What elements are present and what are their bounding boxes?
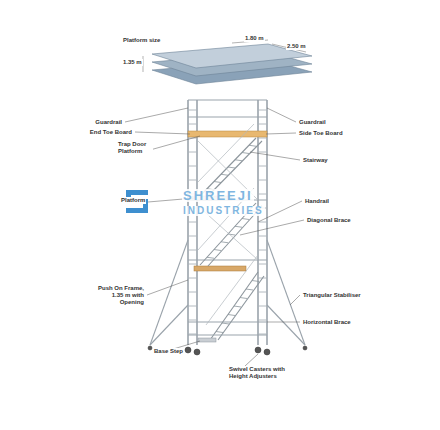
stair-tread [221, 174, 228, 175]
platform-label: Platform [120, 197, 146, 204]
stair-tread [234, 306, 241, 307]
frame-rung [258, 236, 267, 237]
frame-rung [188, 292, 197, 293]
part-label: Trap Door Platform [117, 141, 153, 155]
frame-rung [258, 264, 267, 265]
frame-rung [258, 124, 267, 125]
frame-rung [188, 278, 197, 279]
part-label: 2.50 m [286, 43, 307, 50]
frame-rung [258, 138, 267, 139]
part-label: Handrail [304, 198, 330, 205]
frame-rung [258, 180, 267, 181]
stair-tread [214, 250, 221, 251]
stair-tread [214, 182, 221, 183]
part-label: Triangular Stabiliser [302, 292, 362, 299]
frame-rung [188, 166, 197, 167]
frame-rung [258, 222, 267, 223]
part-label: 1.80 m [244, 35, 265, 42]
part-label: Diagonal Brace [306, 217, 352, 224]
stair-tread [216, 332, 223, 333]
stair-tread [240, 298, 247, 299]
part-label: Push On Frame, 1.35 m with Opening [91, 285, 145, 307]
frame-rung [188, 152, 197, 153]
stair-tread [235, 160, 242, 161]
watermark: SHREEJI [182, 189, 254, 202]
frame-rung [188, 334, 197, 335]
frame-rung [188, 236, 197, 237]
frame-rung [188, 320, 197, 321]
part-label: End Toe Board [89, 129, 133, 136]
part-label: Horizontal Brace [302, 319, 352, 326]
stair-tread [207, 257, 214, 258]
frame-rung [188, 180, 197, 181]
frame-rung [258, 152, 267, 153]
frame-rung [188, 306, 197, 307]
stair-tread [235, 226, 242, 227]
part-label: Guardrail [298, 119, 327, 126]
stair-tread [228, 315, 235, 316]
part-label: Swivel Casters with Height Adjusters [228, 366, 292, 380]
part-label: Stairway [302, 157, 329, 164]
frame-rung [258, 194, 267, 195]
stair-tread [242, 153, 249, 154]
frame-rung [188, 264, 197, 265]
frame-rung [258, 110, 267, 111]
frame-rung [258, 306, 267, 307]
stair-tread [252, 281, 259, 282]
frame-rung [258, 334, 267, 335]
part-label: 1.35 m [122, 59, 143, 66]
frame-rung [188, 222, 197, 223]
stair-tread [249, 145, 256, 146]
stair-tread [246, 289, 253, 290]
stair-tread [228, 167, 235, 168]
stair-tread [242, 219, 249, 220]
frame-rung [258, 250, 267, 251]
stair-tread [222, 323, 229, 324]
part-label: Side Toe Board [298, 130, 344, 137]
frame-rung [258, 320, 267, 321]
frame-rung [188, 250, 197, 251]
frame-rung [258, 166, 267, 167]
part-label: Guardrail [94, 119, 123, 126]
part-label: Platform size [122, 37, 161, 44]
frame-rung [258, 292, 267, 293]
frame-rung [188, 124, 197, 125]
stair-tread [221, 242, 228, 243]
watermark: INDUSTRIES [182, 206, 265, 216]
frame-rung [188, 110, 197, 111]
part-label: Base Step [153, 348, 184, 355]
